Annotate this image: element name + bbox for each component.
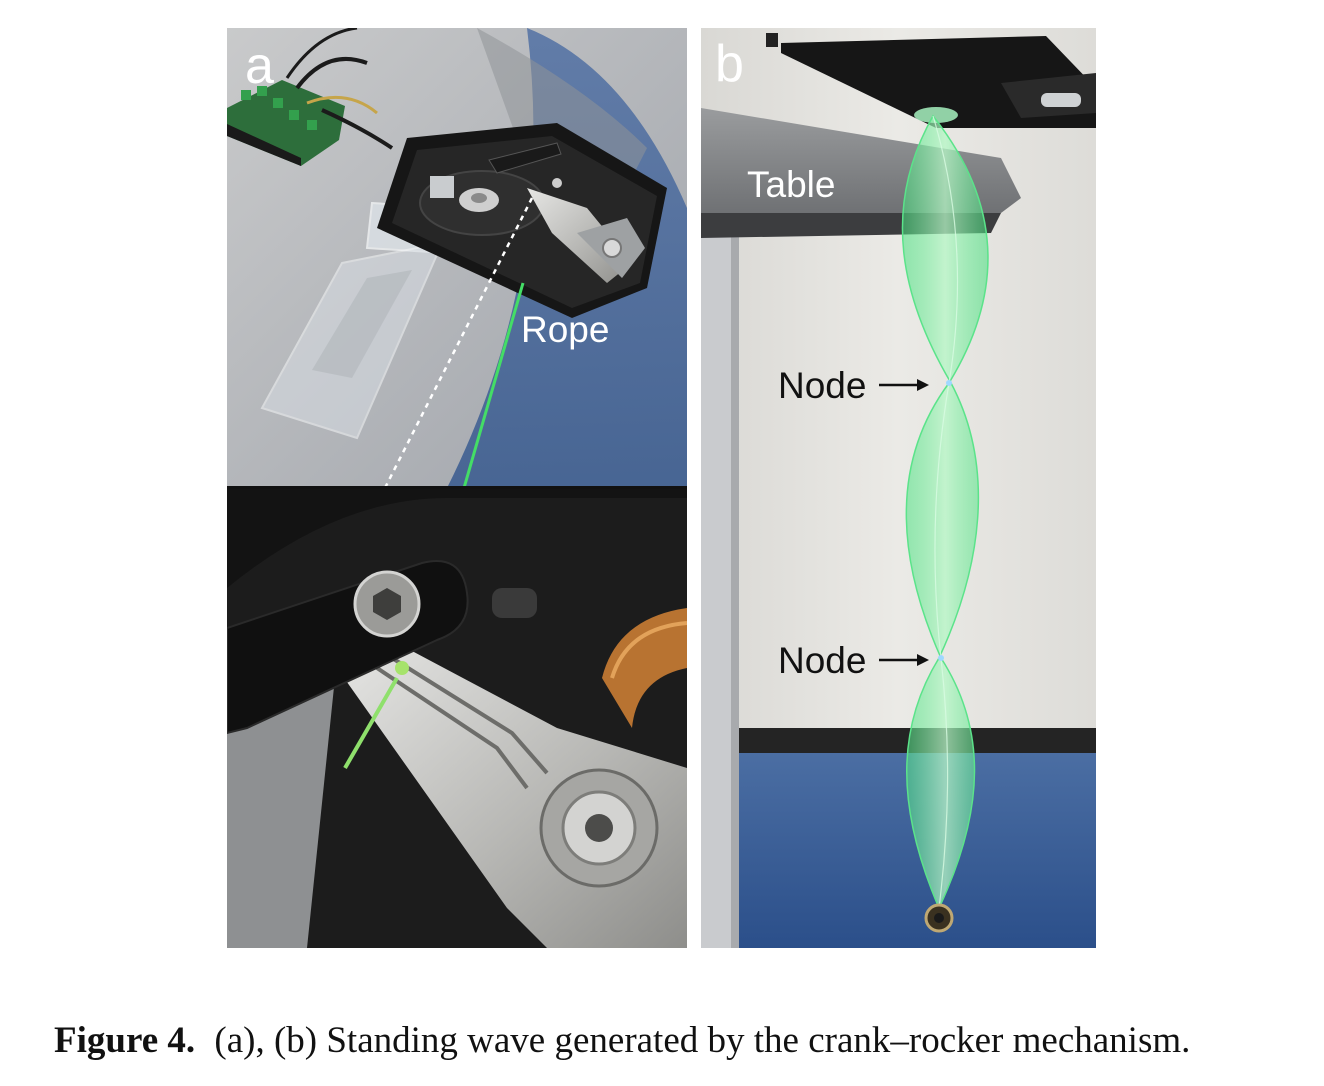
rope-label: Rope xyxy=(521,309,610,350)
node-arrow-upper xyxy=(879,379,929,391)
flex-cable xyxy=(602,608,687,728)
caption-text: (a), (b) Standing wave generated by the … xyxy=(214,1020,1191,1061)
crank-rocker-device xyxy=(377,123,667,318)
rope-knot xyxy=(395,661,409,675)
controller-board xyxy=(227,28,394,166)
node-point-upper xyxy=(946,380,952,386)
caption-label: Figure 4. xyxy=(54,1020,196,1061)
arm-groove-1 xyxy=(375,666,529,790)
node-label-lower: Node xyxy=(778,640,867,681)
arm-groove-2 xyxy=(390,656,549,775)
closeup-rope xyxy=(343,676,399,770)
node-point-lower xyxy=(938,655,944,661)
panel-a-divider xyxy=(227,486,687,489)
table-leg-edge xyxy=(731,228,739,948)
node-label-upper: Node xyxy=(778,365,867,406)
pivot-bearing-hole xyxy=(585,814,613,842)
end-weight-hole xyxy=(934,913,944,923)
panel-b-illustration xyxy=(701,28,1096,948)
figure-caption: Figure 4. (a), (b) Standing wave generat… xyxy=(54,1019,1294,1063)
hex-socket xyxy=(373,588,401,620)
closeup-slot xyxy=(492,588,537,618)
table-label: Table xyxy=(747,164,836,205)
skirting-board xyxy=(701,728,1096,753)
panel-a-photo: a Rope xyxy=(227,28,687,948)
rope-anchor xyxy=(914,107,958,123)
rope-line xyxy=(462,282,525,489)
panel-b-photo: b Table Node Node xyxy=(701,28,1096,948)
flex-cable-highlight xyxy=(610,621,687,679)
panel-a-illustration xyxy=(227,28,687,948)
node-arrow-lower xyxy=(879,654,929,666)
floor-carpet xyxy=(701,753,1096,948)
crank-rocker-device xyxy=(766,33,1096,128)
panel-b-letter: b xyxy=(715,35,744,93)
panel-a-letter: a xyxy=(245,37,274,95)
wave-centerline xyxy=(932,115,959,909)
